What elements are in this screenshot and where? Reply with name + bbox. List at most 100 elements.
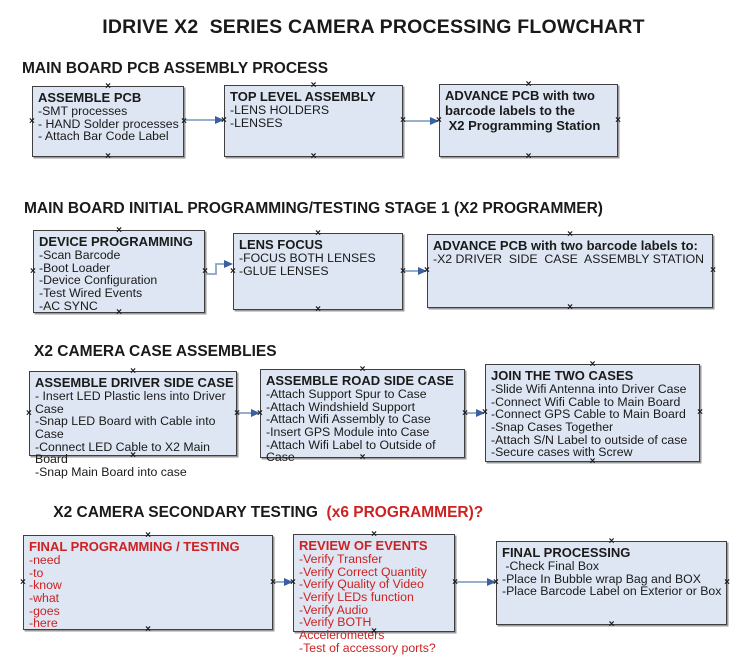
anchor-icon: × <box>221 115 227 126</box>
box-item: -Connect GPS Cable to Main Board <box>491 407 686 422</box>
box-item: -Verify Transfer <box>299 552 383 567</box>
box-item: - Attach Bar Code Label <box>38 129 169 144</box>
box-item: -Snap LED Board with Cable into Case <box>35 414 219 442</box>
flow-box-assemble-driver-side-case: ASSEMBLE DRIVER SIDE CASE - Insert LED P… <box>26 367 240 479</box>
anchor-icon: × <box>30 265 36 277</box>
anchor-icon: × <box>181 115 187 127</box>
flow-box-top-level-assembly: TOP LEVEL ASSEMBLY -LENS HOLDERS-LENSES … <box>221 81 406 162</box>
anchor-icon: × <box>105 151 111 162</box>
anchor-icon: × <box>290 577 296 588</box>
box-item: -need <box>29 553 61 568</box>
section-header-initial-programming: MAIN BOARD INITIAL PROGRAMMING/TESTING S… <box>24 200 603 217</box>
anchor-icon: × <box>724 577 730 588</box>
box-items: -Scan Barcode-Boot Loader-Device Configu… <box>39 249 202 312</box>
anchor-icon: × <box>270 576 276 588</box>
box-title: ASSEMBLE ROAD SIDE CASE <box>266 373 454 388</box>
anchor-icon: × <box>608 619 615 630</box>
box-title: TOP LEVEL ASSEMBLY <box>230 89 376 104</box>
flow-box-advance-pcb-driver-side: ADVANCE PCB with two barcode labels to: … <box>424 230 716 313</box>
anchor-icon: × <box>710 265 716 276</box>
box-item: -LENS HOLDERS <box>230 103 330 118</box>
anchor-icon: × <box>436 114 442 126</box>
box-item: -Secure cases with Screw <box>491 445 633 460</box>
anchor-icon: × <box>615 114 621 126</box>
box-item: -Attach Support Spur to Case <box>266 387 427 402</box>
anchor-icon: × <box>462 407 468 419</box>
box-item: -Place Barcode Label on Exterior or Box <box>502 584 722 599</box>
anchor-icon: × <box>589 456 596 467</box>
box-title: FINAL PROCESSING <box>502 545 631 560</box>
anchor-icon: × <box>202 265 208 277</box>
box-item: -Connect Wifi Cable to Main Board <box>491 394 681 409</box>
flow-box-advance-pcb-programming-station: ADVANCE PCB with two barcode labels to t… <box>436 80 621 162</box>
box-item: -SMT processes <box>38 104 128 119</box>
box-title: LENS FOCUS <box>239 237 323 252</box>
flow-box-join-the-two-cases: JOIN THE TWO CASES -Slide Wifi Antenna i… <box>482 360 703 467</box>
anchor-icon: × <box>315 304 321 315</box>
box-title: DEVICE PROGRAMMING <box>39 234 193 249</box>
box-item: -Test of accessory ports? <box>299 640 436 655</box>
section-header-black-part: X2 CAMERA SECONDARY TESTING <box>53 504 327 521</box>
box-item: -here <box>29 616 58 631</box>
section-header-pcb-assembly: MAIN BOARD PCB ASSEMBLY PROCESS <box>22 60 329 77</box>
box-title: JOIN THE TWO CASES <box>491 368 634 383</box>
box-item: -Attach Wifi Label to Outside of Case <box>266 437 439 465</box>
box-items: -LENS HOLDERS-LENSES <box>230 104 400 129</box>
flow-box-assemble-road-side-case: ASSEMBLE ROAD SIDE CASE -Attach Support … <box>257 365 468 464</box>
box-item: -Attach S/N Label to outside of case <box>491 432 688 447</box>
box-items: -Verify Transfer-Verify Correct Quantity… <box>299 553 452 654</box>
box-item: - HAND Solder processes <box>38 116 179 131</box>
box-item: -Verify BOTH Accelerometers <box>299 615 385 643</box>
box-title: ASSEMBLE PCB <box>38 90 142 105</box>
box-title: ADVANCE PCB with two barcode labels to: <box>433 238 698 253</box>
box-item: -GLUE LENSES <box>239 263 329 278</box>
anchor-icon: × <box>257 407 263 419</box>
anchor-icon: × <box>234 407 240 419</box>
box-item: -LENSES <box>230 115 283 130</box>
box-title: FINAL PROGRAMMING / TESTING <box>29 539 240 554</box>
box-item: -Insert GPS Module into Case <box>266 425 430 440</box>
flow-box-final-programming-testing: FINAL PROGRAMMING / TESTING -need-to-kno… <box>20 531 276 635</box>
box-item: -Test Wired Events <box>39 286 143 301</box>
box-item: -X2 DRIVER SIDE CASE ASSEMBLY STATION <box>433 252 705 267</box>
box-item: -Snap Main Board into case <box>35 465 187 480</box>
flow-box-lens-focus: LENS FOCUS -FOCUS BOTH LENSES-GLUE LENSE… <box>230 229 406 315</box>
box-title: ADVANCE PCB with two barcode labels to t… <box>445 88 601 134</box>
box-item: -Slide Wifi Antenna into Driver Case <box>491 382 687 397</box>
anchor-icon: × <box>400 265 406 277</box>
box-items: -SMT processes- HAND Solder processes- A… <box>38 105 181 143</box>
flow-box-assemble-pcb: ASSEMBLE PCB -SMT processes- HAND Solder… <box>29 82 187 162</box>
box-item: -Device Configuration <box>39 273 158 288</box>
box-item: -Snap Cases Together <box>491 420 614 435</box>
box-item: -Boot Loader <box>39 260 111 275</box>
box-item: -Verify Audio <box>299 602 369 617</box>
box-item: -to <box>29 565 44 580</box>
box-item: - Insert LED Plastic lens into Driver Ca… <box>35 389 230 416</box>
section-header-secondary-testing: X2 CAMERA SECONDARY TESTING (x6 PROGRAMM… <box>36 486 483 540</box>
box-item: -Attach Wifi Assembly to Case <box>266 412 431 427</box>
box-item: -Scan Barcode <box>39 248 121 263</box>
box-title: ASSEMBLE DRIVER SIDE CASE <box>35 375 234 390</box>
anchor-icon: × <box>20 576 26 588</box>
anchor-icon: × <box>29 115 35 127</box>
box-item: -Verify Correct Quantity <box>299 564 427 579</box>
anchor-icon: × <box>525 151 532 162</box>
section-header-red-part: (x6 PROGRAMMER)? <box>326 504 484 521</box>
box-item: -Verify LEDs function <box>299 590 414 605</box>
box-item: -know <box>29 578 62 593</box>
box-items: -FOCUS BOTH LENSES-GLUE LENSES <box>239 252 400 277</box>
flow-box-final-processing: FINAL PROCESSING -Check Final Box-Place … <box>493 537 730 630</box>
anchor-icon: × <box>230 265 236 277</box>
box-item: -Verify Quality of Video <box>299 577 424 592</box>
box-item: -what <box>29 591 60 606</box>
box-item: -FOCUS BOTH LENSES <box>239 251 376 266</box>
anchor-icon: × <box>482 407 488 418</box>
box-item: -Connect LED Cable to X2 Main Board <box>35 439 214 467</box>
anchor-icon: × <box>400 115 406 126</box>
page-title: IDRIVE X2 SERIES CAMERA PROCESSING FLOWC… <box>102 16 645 38</box>
connector-arrow <box>205 260 233 275</box>
anchor-icon: × <box>424 265 430 276</box>
box-items: -Check Final Box-Place In Bubble wrap Ba… <box>502 560 724 598</box>
anchor-icon: × <box>26 407 32 419</box>
